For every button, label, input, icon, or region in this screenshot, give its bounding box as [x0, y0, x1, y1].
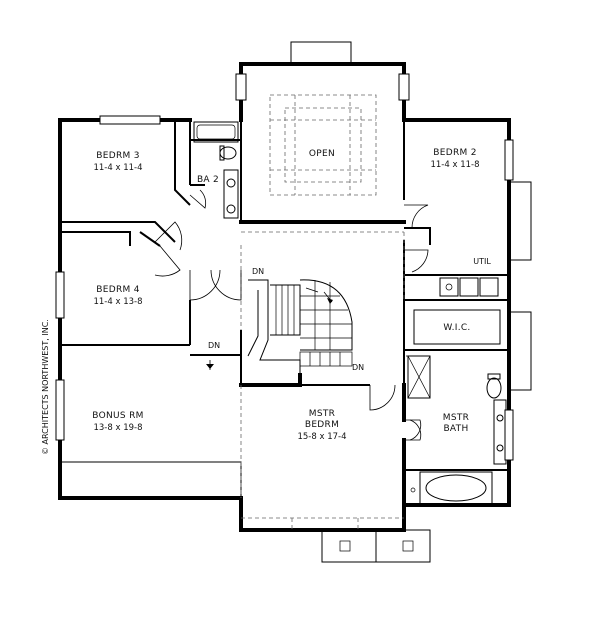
open-to-below-pattern [269, 94, 377, 196]
stair-dn-left: DN [208, 341, 220, 350]
bonus-name: BONUS RM [92, 411, 143, 421]
ba2-fixtures [193, 121, 239, 219]
bedrm2-label: BEDRM 2 11-4 x 11-8 [430, 148, 479, 170]
windows [55, 73, 514, 461]
mstr-bath-name-1: MSTR [443, 413, 469, 423]
util-name: UTIL [473, 257, 491, 266]
open-name: OPEN [309, 149, 335, 159]
mstr-bedrm-size: 15-8 x 17-4 [297, 432, 346, 442]
mstr-bath-name-2: BATH [443, 424, 468, 434]
util-fixtures [439, 277, 499, 297]
mstr-bath-label: MSTR BATH [443, 413, 469, 434]
bedrm3-label: BEDRM 3 11-4 x 11-4 [93, 151, 142, 173]
mstr-bedrm-name-1: MSTR [309, 409, 335, 419]
mstr-bedrm-name-2: BEDRM [305, 420, 339, 430]
bedrm2-name: BEDRM 2 [433, 148, 477, 158]
stair-dn-top: DN [252, 267, 264, 276]
mstr-bath-fixtures [410, 373, 507, 505]
bedrm3-name: BEDRM 3 [96, 151, 140, 161]
bedrm2-size: 11-4 x 11-8 [430, 160, 479, 170]
bedrm4-name: BEDRM 4 [96, 285, 140, 295]
bonus-label: BONUS RM 13-8 x 19-8 [92, 411, 143, 433]
door-swings [154, 189, 429, 441]
mstr-bedrm-label: MSTR BEDRM 15-8 x 17-4 [297, 409, 346, 442]
copyright-text: © ARCHITECTS NORTHWEST, INC. [41, 319, 50, 455]
bedrm3-size: 11-4 x 11-4 [93, 163, 142, 173]
bedrm4-label: BEDRM 4 11-4 x 13-8 [93, 285, 142, 307]
wic-name: W.I.C. [443, 323, 470, 333]
wic-shelves [406, 309, 501, 399]
bedrm4-size: 11-4 x 13-8 [93, 297, 142, 307]
stair-dn-right: DN [352, 363, 364, 372]
ba2-name: BA 2 [197, 175, 219, 185]
dashed-openings [240, 231, 405, 530]
interior-walls [60, 120, 509, 507]
bonus-size: 13-8 x 19-8 [93, 423, 142, 433]
staircase [247, 279, 353, 385]
